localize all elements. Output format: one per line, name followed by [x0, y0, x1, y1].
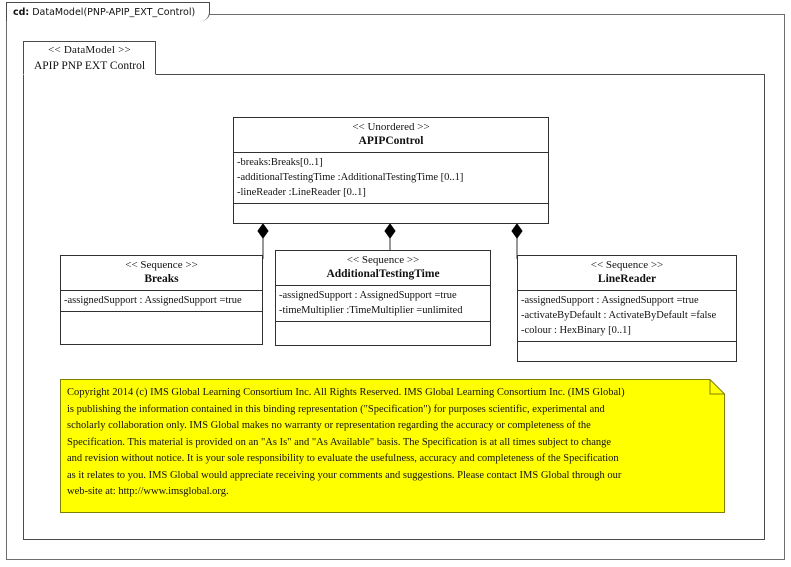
class-box-linereader[interactable]: << Sequence >> LineReader -assignedSuppo…	[517, 255, 737, 362]
note-line: Specification. This material is provided…	[67, 436, 612, 448]
attribute-row: -colour : HexBinary [0..1]	[521, 325, 631, 336]
class-box-breaks[interactable]: << Sequence >> Breaks -assignedSupport :…	[60, 255, 263, 345]
class-box-apipcontrol[interactable]: << Unordered >> APIPControl -breaks:Brea…	[233, 117, 549, 224]
note-text: Copyright 2014 (c) IMS Global Learning C…	[67, 385, 717, 501]
class-attributes-apipcontrol: -breaks:Breaks[0..1] -additionalTestingT…	[234, 153, 548, 204]
copyright-note: Copyright 2014 (c) IMS Global Learning C…	[60, 379, 725, 513]
class-header-additionaltestingtime: << Sequence >> AdditionalTestingTime	[276, 251, 490, 286]
package-name: APIP PNP EXT Control	[33, 60, 146, 72]
note-line: is publishing the information contained …	[67, 403, 605, 415]
class-header-breaks: << Sequence >> Breaks	[61, 256, 262, 291]
class-name: AdditionalTestingTime	[326, 268, 440, 280]
attribute-row: -assignedSupport : AssignedSupport =true	[521, 295, 699, 306]
class-stereotype: << Sequence >>	[125, 259, 198, 271]
package-stereotype: << DataModel >>	[48, 44, 131, 56]
note-line: web-site at: http://www.imsglobal.org.	[67, 486, 229, 497]
class-name: Breaks	[144, 273, 179, 285]
class-operations-linereader	[518, 342, 736, 358]
class-stereotype: << Sequence >>	[346, 254, 420, 266]
class-name: LineReader	[597, 273, 657, 285]
frame-tab-kind: cd:	[13, 6, 30, 18]
class-header-linereader: << Sequence >> LineReader	[518, 256, 736, 291]
attribute-row: -breaks:Breaks[0..1]	[237, 157, 323, 168]
class-attributes-additionaltestingtime: -assignedSupport : AssignedSupport =true…	[276, 286, 490, 322]
package-header: << DataModel >> APIP PNP EXT Control	[23, 41, 156, 75]
class-name: APIPControl	[358, 135, 424, 147]
class-stereotype: << Unordered >>	[352, 121, 430, 133]
note-shape	[60, 379, 725, 513]
class-attributes-breaks: -assignedSupport : AssignedSupport =true	[61, 291, 262, 312]
class-attributes-linereader: -assignedSupport : AssignedSupport =true…	[518, 291, 736, 342]
attribute-row: -additionalTestingTime :AdditionalTestin…	[237, 172, 464, 183]
class-stereotype: << Sequence >>	[590, 259, 664, 271]
note-line: scholarly collaboration only. IMS Global…	[67, 420, 591, 431]
class-operations-apipcontrol	[234, 204, 548, 222]
frame-tab-label: DataModel(PNP-APIP_EXT_Control)	[32, 6, 196, 18]
attribute-row: -lineReader :LineReader [0..1]	[237, 187, 366, 198]
attribute-row: -assignedSupport : AssignedSupport =true	[279, 290, 457, 301]
class-box-additionaltestingtime[interactable]: << Sequence >> AdditionalTestingTime -as…	[275, 250, 491, 346]
attribute-row: -timeMultiplier :TimeMultiplier =unlimit…	[279, 305, 463, 316]
class-header-apipcontrol: << Unordered >> APIPControl	[234, 118, 548, 153]
note-line: as it relates to you. IMS Global would a…	[67, 469, 622, 481]
note-line: Copyright 2014 (c) IMS Global Learning C…	[67, 387, 625, 398]
diagram-frame-tab: cd: DataModel(PNP-APIP_EXT_Control)	[6, 2, 211, 21]
note-line: and revision without notice. It is your …	[67, 453, 619, 464]
attribute-row: -assignedSupport : AssignedSupport =true	[64, 295, 242, 306]
class-operations-breaks	[61, 312, 262, 341]
class-operations-additionaltestingtime	[276, 322, 490, 338]
attribute-row: -activateByDefault : ActivateByDefault =…	[521, 310, 717, 321]
